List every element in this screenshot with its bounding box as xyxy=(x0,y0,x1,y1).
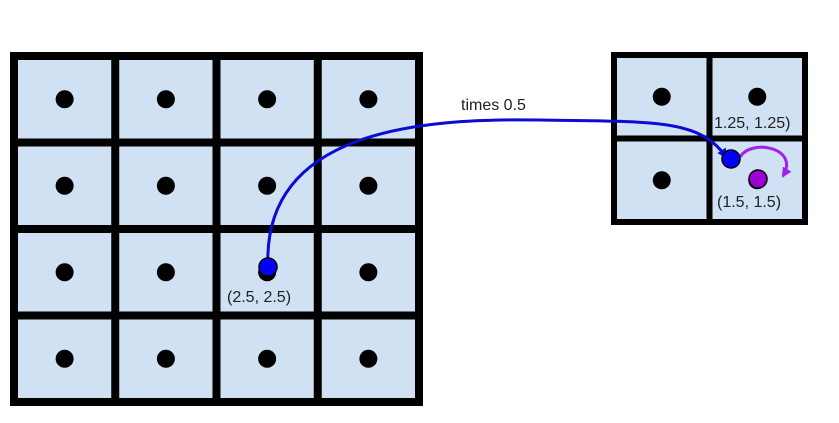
large-grid-cell-center-dot xyxy=(258,90,277,109)
large-grid-cell-center-dot xyxy=(55,263,74,282)
large-grid-cell-center-dot xyxy=(258,349,277,368)
scaled-point-label: 1.25, 1.25) xyxy=(714,115,791,132)
large-grid-cell-center-dot xyxy=(359,263,378,282)
large-grid-cell-center-dot xyxy=(359,349,378,368)
rounded-point xyxy=(748,169,768,189)
rounding-arrow xyxy=(738,145,792,178)
large-grid-cells xyxy=(18,60,415,398)
small-grid-cell-center-dot xyxy=(748,87,767,106)
small-grid-cell-center-dot xyxy=(652,171,671,190)
large-grid-cell-center-dot xyxy=(359,176,378,195)
large-grid xyxy=(10,52,423,406)
scale-mapping-arrow xyxy=(266,118,728,268)
large-grid-cell-center-dot xyxy=(55,90,74,109)
small-grid-cell-center-dot xyxy=(652,87,671,106)
rounded-point-label: (1.5, 1.5) xyxy=(717,194,781,211)
transform-label: times 0.5 xyxy=(461,97,526,114)
large-grid-cell-center-dot xyxy=(156,90,175,109)
large-grid-cell-center-dot xyxy=(156,176,175,195)
large-grid-cell-center-dot xyxy=(156,263,175,282)
large-grid-cell-center-dot xyxy=(55,349,74,368)
large-grid-cell-center-dot xyxy=(55,176,74,195)
source-point-label: (2.5, 2.5) xyxy=(227,289,291,306)
source-point xyxy=(258,257,278,277)
large-grid-cell-center-dot xyxy=(258,176,277,195)
large-grid-cell-center-dot xyxy=(156,349,175,368)
scaled-point xyxy=(721,149,741,169)
large-grid-cell-center-dot xyxy=(359,90,378,109)
